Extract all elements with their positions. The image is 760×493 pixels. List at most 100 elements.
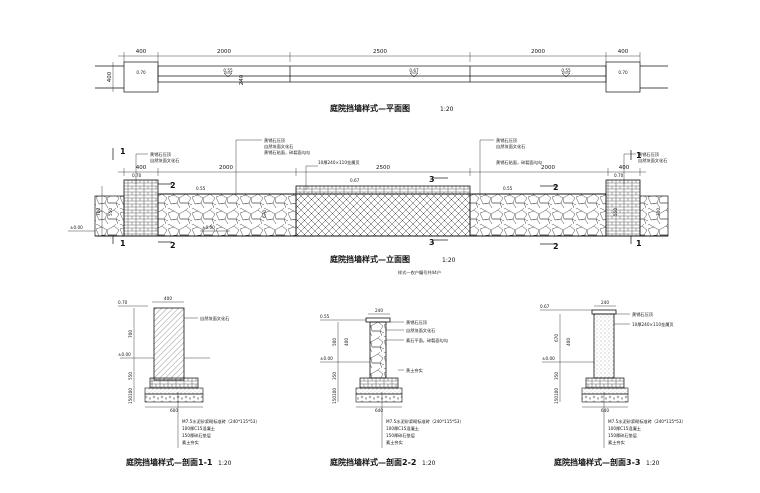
sec1-note-1: M7.5水泥砂浆砌标准砖（240*115*53）: [182, 418, 260, 425]
elev-level-3: 0.67: [350, 178, 360, 183]
sec3-note-2: 100厚C15混凝土: [608, 425, 641, 432]
plan-level-5: 0.70: [618, 70, 628, 75]
elev-vdim-3: 670: [262, 210, 267, 218]
plan-title: 庭院挡墙样式—平面图: [330, 103, 410, 113]
sec1-scale: 1:20: [218, 460, 232, 467]
elev-section-mark-2a: 2: [170, 181, 176, 190]
sec2-label-1: 黄锈石压顶: [406, 319, 428, 326]
sec2-width-base: 640: [375, 408, 383, 413]
elev-section-mark-5a: 1: [636, 151, 642, 160]
sec3-ground: ±0.00: [542, 356, 555, 361]
sec1-vert-4: 150: [128, 396, 133, 404]
sec3-scale: 1:20: [646, 460, 660, 467]
sec2-vert-4: 100: [332, 388, 337, 396]
elev-section-mark-1a: 1: [120, 147, 126, 156]
plan-level-3: 0.67: [409, 68, 419, 73]
sec2-label-4: 黄土夯实: [406, 367, 423, 374]
elevation-scale: 1:20: [442, 257, 456, 264]
elev-note-mid-left-4: 黄锈石贴面，碎裂面勾勾: [264, 149, 310, 156]
section-1-1: 400 0.70 ±0.00 700 550 100 150 600 自然块面文…: [118, 296, 260, 467]
elev-dim-2: 2000: [219, 165, 233, 171]
elev-vdim-4: 550: [613, 208, 618, 216]
elev-dim-3: 2500: [376, 165, 390, 171]
elev-note-mid-right-2: 自然块面文化石: [496, 143, 525, 150]
sec2-vert-5: 150: [332, 396, 337, 404]
plan-dim-2: 2000: [217, 49, 231, 55]
elev-ground-mid: ±0.00: [202, 225, 215, 230]
sec3-vert-3: 350: [554, 372, 559, 380]
sec2-note-3: 150厚碎石垫层: [386, 432, 415, 439]
sec3-width-base: 640: [601, 408, 609, 413]
elev-section-mark-2b: 2: [170, 241, 176, 250]
plan-dim-1: 400: [136, 49, 147, 55]
elev-note-left-2: 自然块面文化石: [150, 157, 179, 164]
sec2-note-4: 素土夯实: [386, 439, 403, 446]
elev-section-mark-5b: 1: [636, 239, 642, 248]
section-2-2: 240 0.55 ±0.00 500 400 350 100 150 640 黄…: [320, 308, 464, 467]
sec2-vert-3: 350: [332, 372, 337, 380]
sec2-note-1: M7.5水泥砂浆砌标准砖（240*115*53）: [386, 418, 464, 425]
elev-note-right-2: 自然块面文化石: [638, 157, 667, 164]
sec3-note-4: 素土夯实: [608, 439, 625, 446]
plan-level-4: 0.55: [561, 68, 571, 73]
elev-note-mid-right-1: 黄锈石压顶: [496, 137, 518, 144]
sec3-top-level: 0.67: [540, 304, 550, 309]
plan-inner-dim: 240: [239, 74, 245, 85]
sec1-note-3: 150厚碎石垫层: [182, 432, 211, 439]
sec3-label-2: 10厚240×110金属页: [632, 321, 674, 328]
elev-dim-4: 2000: [541, 165, 555, 171]
sec3-vert-4: 100: [554, 388, 559, 396]
elev-section-mark-3a: 3: [429, 175, 435, 184]
sec1-vert-1: 700: [128, 330, 133, 338]
elev-vdim-2: 550: [108, 208, 113, 216]
elev-note-right-1: 黄锈石压顶: [638, 151, 660, 158]
sec1-vert-3: 100: [128, 388, 133, 396]
sec2-vert-2: 400: [344, 338, 349, 346]
sec3-note-3: 150厚碎石垫层: [608, 432, 637, 439]
elev-level-4: 0.55: [503, 186, 513, 191]
sec2-top-level: 0.55: [320, 314, 330, 319]
sec3-vert-5: 150: [554, 396, 559, 404]
sec1-width-top: 400: [164, 296, 172, 301]
sec3-vert-1: 670: [554, 334, 559, 342]
plan-level-2: 0.55: [223, 68, 233, 73]
sec3-width-top: 240: [601, 300, 609, 305]
sec1-title: 庭院挡墙样式—剖面1-1: [126, 457, 213, 467]
elev-note-mid-left-2: 自然块面文化石: [264, 143, 293, 150]
elev-level-5: 0.70: [614, 173, 624, 178]
elev-section-mark-3b: 3: [429, 238, 435, 247]
elev-note-mid-right-3: 黄锈石贴面，碎裂面勾勾: [496, 159, 542, 166]
sec1-top-level: 0.70: [118, 300, 128, 305]
plan-level-1: 0.70: [136, 70, 146, 75]
section-3-3: 240 0.67 ±0.00 670 400 350 100 150 640 黄…: [540, 300, 686, 467]
plan-side-dim: 400: [107, 71, 113, 82]
elev-level-1: 0.70: [132, 173, 142, 178]
elev-note-left-1: 黄锈石压顶: [150, 151, 172, 158]
elev-section-mark-1b: 1: [120, 239, 126, 248]
sec2-title: 庭院挡墙样式—剖面2-2: [330, 457, 416, 467]
sec1-vert-2: 550: [128, 372, 133, 380]
elevation-title: 庭院挡墙样式—立面图: [330, 254, 410, 264]
sec3-title: 庭院挡墙样式—剖面3-3: [554, 457, 640, 467]
sec2-label-3: 素石平面，碎裂面勾勾: [406, 337, 448, 344]
elev-level-2: 0.55: [196, 186, 206, 191]
elev-dim-5: 400: [619, 165, 630, 171]
sec2-note-2: 100厚C15混凝土: [386, 425, 419, 432]
elev-vdim-5: 700: [656, 208, 661, 216]
elev-section-mark-4b: 2: [553, 242, 559, 251]
sec3-note-1: M7.5水泥砂浆砌标准砖（240*115*53）: [608, 418, 686, 425]
plan-view: 400 2000 2500 2000 400 400 240 0.70 0.55…: [95, 49, 668, 113]
sec2-vert-1: 500: [332, 338, 337, 346]
plan-dim-4: 2000: [531, 49, 545, 55]
elev-vdim-1: 700: [96, 208, 101, 216]
sec3-vert-2: 400: [566, 338, 571, 346]
sec1-note-4: 素土夯实: [182, 439, 199, 446]
plan-dim-5: 400: [618, 49, 629, 55]
sec2-ground: ±0.00: [320, 356, 333, 361]
sec2-scale: 1:20: [422, 460, 436, 467]
plan-scale: 1:20: [440, 106, 454, 113]
sec1-width-base: 600: [170, 408, 178, 413]
plan-dim-3: 2500: [373, 49, 387, 55]
sec1-note-2: 100厚C15混凝土: [182, 425, 215, 432]
